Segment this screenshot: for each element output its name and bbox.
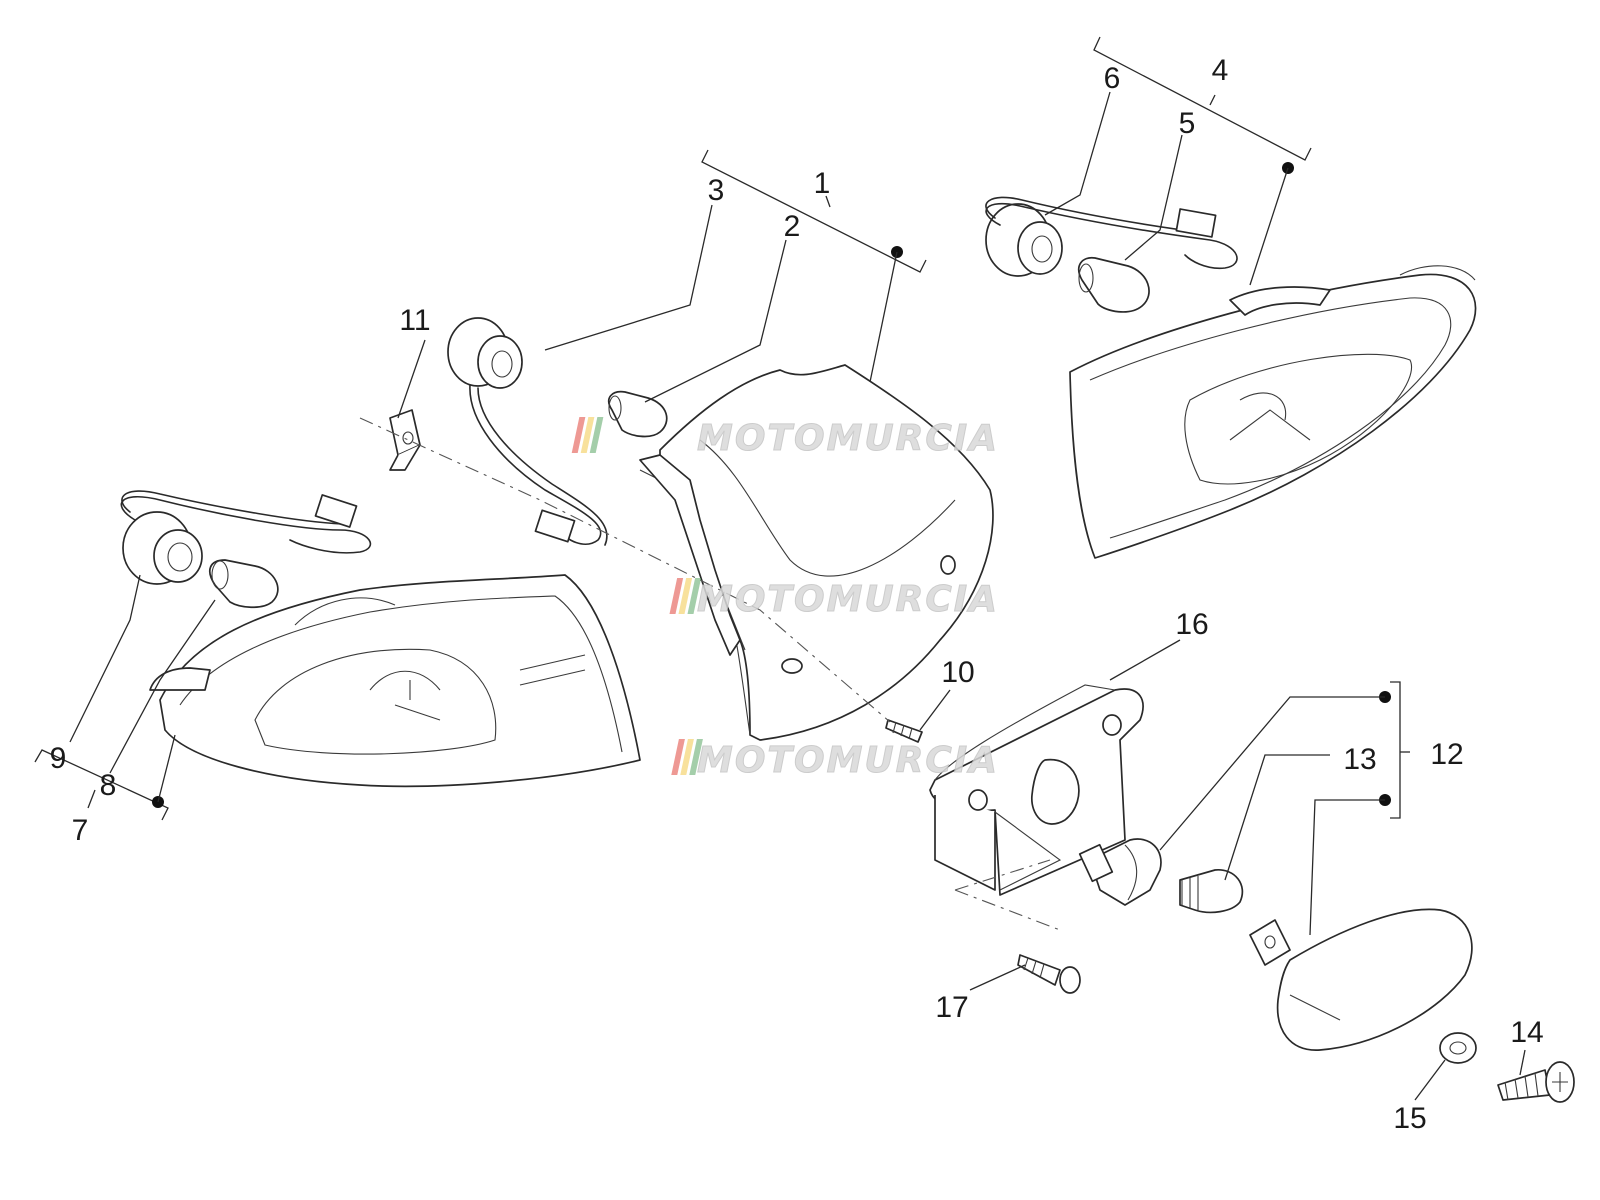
watermark-text-middle: MOTOMURCIA xyxy=(697,579,999,620)
callout-4: 4 xyxy=(1212,54,1229,87)
callout-8: 8 xyxy=(100,769,117,802)
watermark-stripes-icon xyxy=(671,739,703,775)
callout-12: 12 xyxy=(1430,738,1463,771)
right-bulb-5 xyxy=(1077,256,1150,313)
callout-6: 6 xyxy=(1104,62,1121,95)
callout-17: 17 xyxy=(935,991,968,1024)
watermark-text-bottom: MOTOMURCIA xyxy=(697,740,999,781)
callout-15: 15 xyxy=(1393,1102,1426,1135)
callout-11: 11 xyxy=(399,304,430,337)
plate-light-lens xyxy=(1276,908,1473,1051)
right-tail-light xyxy=(1069,265,1477,559)
watermark-middle: MOTOMURCIA xyxy=(669,578,999,621)
washer-15 xyxy=(1439,1032,1477,1064)
plate-light-socket xyxy=(1078,838,1162,906)
assembly-lines xyxy=(359,417,1061,931)
callout-13: 13 xyxy=(1343,743,1376,776)
watermark-stripes-icon xyxy=(571,417,604,453)
watermark-text-top: MOTOMURCIA xyxy=(697,418,999,459)
watermark-top: MOTOMURCIA xyxy=(571,417,999,460)
watermark-stripes-icon xyxy=(669,578,702,614)
callout-10: 10 xyxy=(941,656,974,689)
callout-9: 9 xyxy=(50,742,67,775)
callout-3: 3 xyxy=(708,174,725,207)
screw-14 xyxy=(1497,1061,1575,1103)
plate-light-bracket-16 xyxy=(929,684,1144,896)
plate-light-bulb-13 xyxy=(1179,869,1291,966)
screw-17 xyxy=(1017,954,1081,994)
leader-lines xyxy=(34,36,1526,1101)
center-light-cover xyxy=(639,364,994,741)
callout-7: 7 xyxy=(72,814,89,847)
center-bulb-socket-3 xyxy=(447,317,608,546)
left-tail-light xyxy=(149,574,641,788)
screw-10 xyxy=(885,719,923,743)
callout-16: 16 xyxy=(1175,608,1208,641)
clip-nut-11 xyxy=(389,409,421,471)
left-bulb-socket-9 xyxy=(120,490,372,585)
callout-5: 5 xyxy=(1179,107,1196,140)
callout-2: 2 xyxy=(784,210,801,243)
left-bulb-8 xyxy=(208,559,279,609)
watermark-bottom: MOTOMURCIA xyxy=(671,739,999,782)
callout-14: 14 xyxy=(1510,1016,1543,1049)
center-bulb-2 xyxy=(607,390,668,438)
right-bulb-socket-6 xyxy=(985,196,1238,277)
callout-1: 1 xyxy=(814,167,831,200)
callout-labels: 1 2 3 4 5 6 7 8 9 10 11 12 13 14 15 16 1… xyxy=(50,54,1544,1135)
